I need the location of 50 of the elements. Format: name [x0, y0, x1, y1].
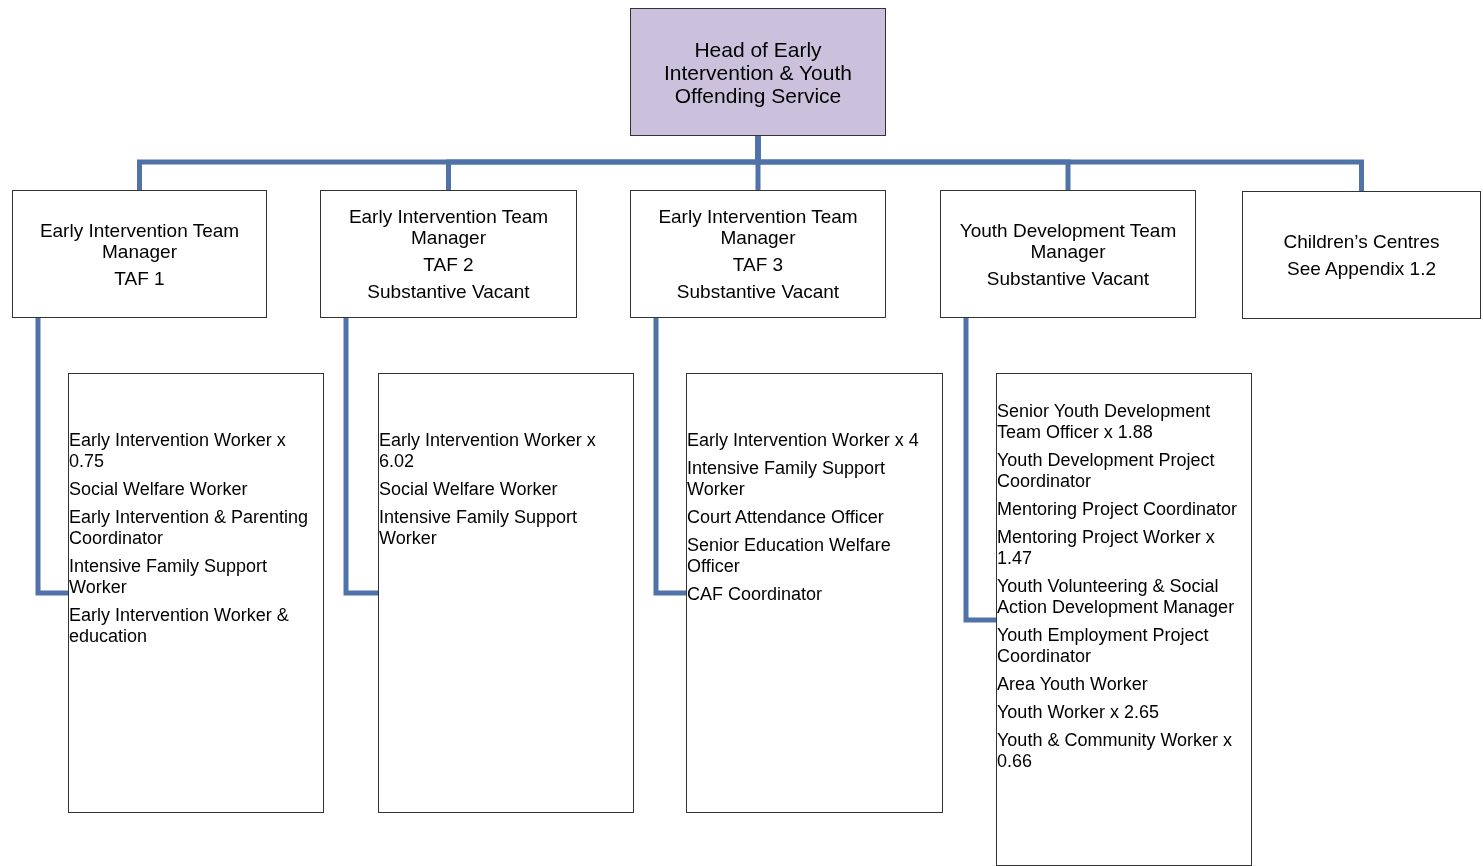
staff-list-box — [996, 373, 1252, 866]
position-title: Early Intervention Team Manager — [38, 219, 241, 262]
staff-list-box — [686, 373, 943, 813]
staff-role: Early Intervention Worker & education — [69, 605, 290, 647]
position-note: TAF 1 — [114, 267, 165, 289]
staff-role: Youth & Community Worker x 0.66 — [997, 730, 1234, 772]
staff-role: Social Welfare Worker — [379, 479, 559, 500]
staff-role: Mentoring Project Worker x 1.47 — [997, 527, 1216, 569]
staff-role: Early Intervention Worker x 0.75 — [69, 430, 287, 472]
position-title: Head of Early Intervention & Youth Offending Service — [663, 37, 853, 107]
staff-list-box — [378, 373, 634, 813]
position-title: Early Intervention Team Manager — [657, 206, 859, 248]
staff-role: Intensive Family Support Worker — [687, 458, 887, 500]
position-note: TAF 2 — [423, 254, 474, 275]
staff-role: Youth Worker x 2.65 — [997, 702, 1161, 723]
position-box — [940, 190, 1196, 318]
connector-line — [343, 318, 378, 596]
connector-line — [653, 318, 686, 596]
position-title: Youth Development Team Manager — [958, 219, 1178, 262]
staff-role: Early Intervention & Parenting Coordinator — [69, 507, 310, 549]
position-box — [1242, 191, 1481, 319]
staff-role: Mentoring Project Coordinator — [997, 499, 1239, 520]
position-box — [630, 190, 886, 318]
position-note: See Appendix 1.2 — [1287, 258, 1436, 279]
position-note: Substantive Vacant — [367, 281, 530, 302]
connector-line — [755, 136, 1364, 191]
position-note: Substantive Vacant — [986, 267, 1150, 289]
staff-role: Early Intervention Worker x 4 — [687, 430, 920, 451]
staff-role: Senior Youth Development Team Officer x 1.88 — [997, 401, 1212, 443]
position-note: TAF 3 — [732, 254, 784, 275]
staff-role: Early Intervention Worker x 6.02 — [379, 430, 597, 472]
connector-line — [963, 318, 996, 623]
staff-role: Area Youth Worker — [997, 674, 1149, 695]
staff-role: CAF Coordinator — [687, 584, 824, 605]
position-box — [630, 8, 886, 136]
staff-role: Intensive Family Support Worker — [69, 556, 269, 598]
staff-role: Youth Employment Project Coordinator — [997, 625, 1210, 667]
connector-line — [35, 318, 68, 596]
position-box — [320, 190, 577, 318]
staff-role: Senior Education Welfare Officer — [687, 535, 892, 577]
staff-role: Youth Volunteering & Social Action Development Manager — [997, 576, 1236, 618]
position-title: Early Intervention Team Manager — [347, 206, 550, 248]
staff-list-box — [68, 373, 324, 813]
staff-role: Intensive Family Support Worker — [379, 507, 579, 549]
position-title: Children’s Centres — [1283, 231, 1440, 252]
staff-role: Court Attendance Officer — [687, 507, 885, 528]
staff-role: Social Welfare Worker — [69, 479, 249, 500]
staff-role: Youth Development Project Coordinator — [997, 450, 1216, 492]
position-note: Substantive Vacant — [676, 281, 840, 302]
position-box — [12, 190, 267, 318]
